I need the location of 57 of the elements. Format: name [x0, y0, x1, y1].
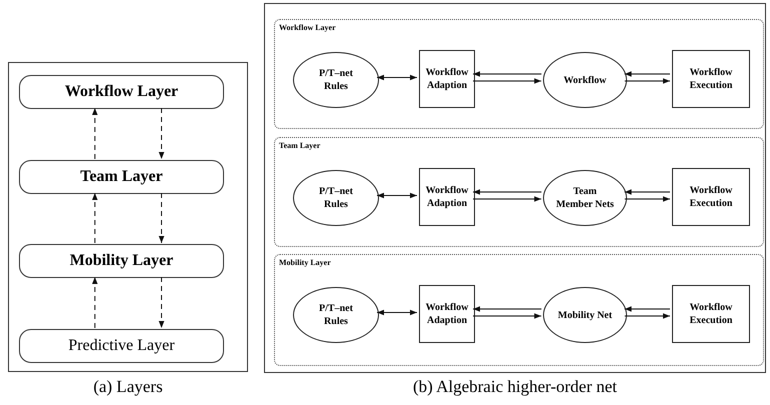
node-label: P/T–net Rules — [318, 185, 354, 211]
arrow — [624, 78, 670, 84]
arrow — [624, 196, 670, 202]
arrow — [472, 71, 542, 77]
arrow — [376, 74, 418, 80]
node-label: P/T–net Rules — [318, 67, 354, 93]
node-label: Workflow Layer — [64, 82, 180, 102]
node-label: Workflow Adaption — [424, 66, 470, 92]
layer-box — [19, 329, 224, 363]
arrow — [472, 189, 542, 195]
node-label: Workflow Execution — [688, 301, 734, 327]
node-label: Workflow — [562, 74, 608, 86]
transition-box — [672, 168, 750, 226]
arrow — [376, 192, 418, 198]
layer-group — [274, 254, 764, 366]
panel-caption: (b) Algebraic higher-order net — [412, 376, 618, 398]
arrow — [472, 196, 542, 202]
arrow — [624, 313, 670, 319]
node-label: Mobility Layer — [68, 251, 174, 271]
arrow — [472, 306, 542, 312]
transition-box — [672, 285, 750, 343]
arrow — [92, 276, 98, 328]
layer-box — [19, 244, 224, 278]
arrow — [92, 108, 98, 160]
arrow — [472, 313, 542, 319]
layer-title: Workflow Layer — [279, 22, 336, 34]
layer-box — [19, 75, 224, 109]
node-label: Workflow Execution — [688, 66, 734, 92]
arrow — [624, 71, 670, 77]
layer-group — [274, 137, 764, 247]
layer-box — [19, 160, 224, 194]
arrow — [158, 276, 164, 328]
node-label: Workflow Execution — [688, 184, 734, 210]
layer-title: Team Layer — [279, 140, 320, 152]
arrow — [158, 108, 164, 160]
transition-box — [419, 50, 475, 108]
node-label: Team Layer — [79, 167, 164, 187]
arrow — [158, 192, 164, 244]
arrow — [376, 310, 418, 316]
layer-title: Mobility Layer — [279, 257, 331, 269]
transition-box — [419, 168, 475, 226]
arrow — [472, 78, 542, 84]
node-label: Workflow Adaption — [424, 301, 470, 327]
layer-group — [274, 19, 764, 129]
arrow — [624, 189, 670, 195]
panel-caption: (a) Layers — [92, 376, 164, 398]
transition-box — [419, 285, 475, 343]
arrow — [624, 306, 670, 312]
node-label: P/T–net Rules — [318, 302, 354, 328]
arrow — [92, 192, 98, 244]
panel-frame — [8, 62, 248, 372]
node-label: Workflow Adaption — [424, 184, 470, 210]
panel-frame — [264, 3, 766, 373]
node-label: Predictive Layer — [67, 336, 176, 356]
node-label: Mobility Net — [556, 308, 614, 322]
node-label: Team Member Nets — [555, 185, 615, 211]
transition-box — [672, 50, 750, 108]
